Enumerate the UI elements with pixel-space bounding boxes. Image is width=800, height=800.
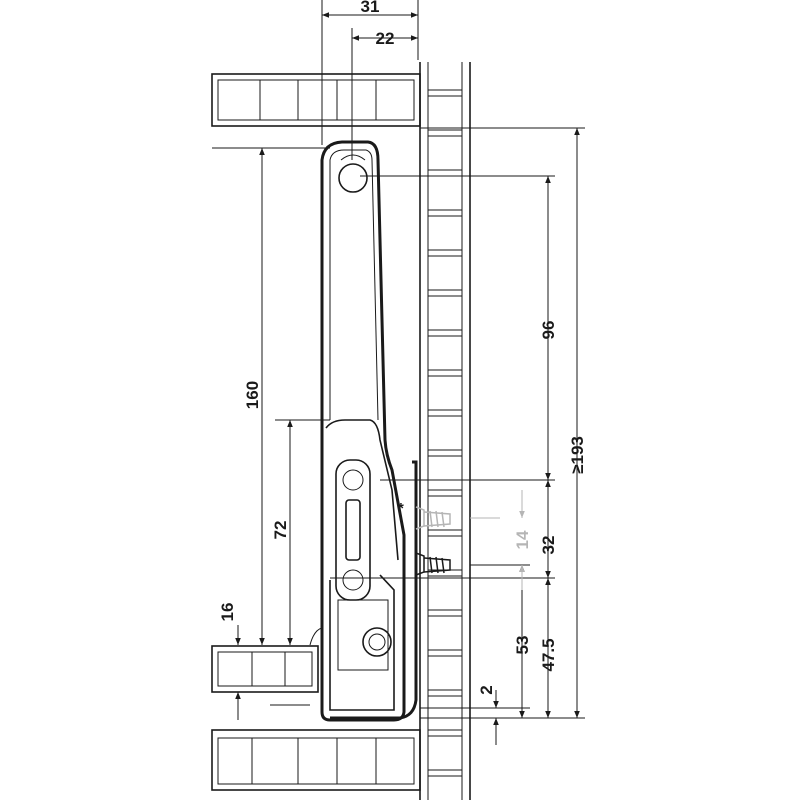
fixing-screw	[415, 552, 451, 576]
dim-32: 32	[539, 536, 558, 555]
extension-lines	[212, 0, 585, 719]
drawer-side-profile	[270, 140, 418, 722]
drawer-bottom-panel	[211, 645, 319, 693]
dim-31: 31	[361, 0, 380, 16]
dim-53: 53	[513, 636, 532, 655]
dim-160: 160	[243, 381, 262, 409]
dim-193: ≥193	[568, 436, 587, 474]
cabinet-side-wall	[419, 62, 471, 800]
note-asterisk: *	[398, 500, 404, 517]
top-panel	[211, 73, 421, 127]
dim-16: 16	[218, 603, 237, 622]
optional-screw	[415, 506, 451, 530]
bottom-panel	[211, 729, 421, 791]
dim-47-5: 47.5	[539, 638, 558, 671]
dim-14: 14	[513, 530, 532, 549]
dim-72: 72	[271, 521, 290, 540]
dim-22: 22	[376, 29, 395, 48]
dim-2: 2	[477, 685, 496, 694]
dim-96: 96	[539, 321, 558, 340]
dimension-lines	[235, 12, 580, 745]
